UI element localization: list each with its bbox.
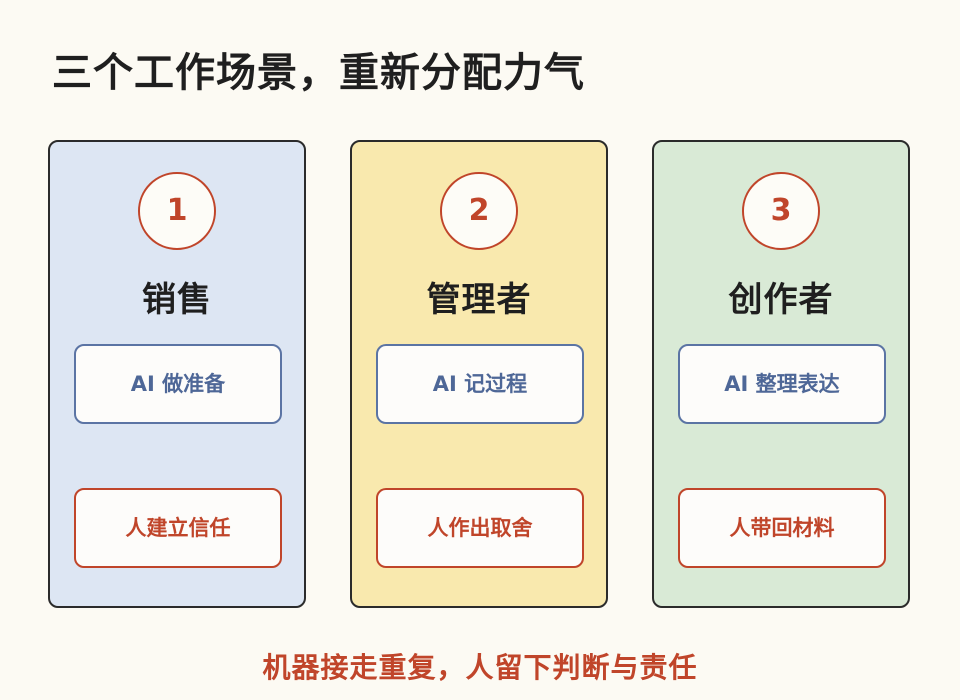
page-title: 三个工作场景，重新分配力气 xyxy=(52,50,585,96)
card-title: 管理者 xyxy=(426,280,532,320)
card-title: 销售 xyxy=(142,280,212,320)
human-task-box: 人带回材料 xyxy=(678,488,886,568)
ai-task-box: AI 整理表达 xyxy=(678,344,886,424)
human-task-box: 人建立信任 xyxy=(74,488,282,568)
ai-task-box: AI 做准备 xyxy=(74,344,282,424)
card-manager: 2 管理者 AI 记过程 人作出取舍 xyxy=(350,140,608,608)
card-title: 创作者 xyxy=(728,280,834,320)
footer-summary: 机器接走重复，人留下判断与责任 xyxy=(262,651,698,684)
step-number-badge: 1 xyxy=(138,172,216,250)
step-number-badge: 2 xyxy=(440,172,518,250)
human-task-box: 人作出取舍 xyxy=(376,488,584,568)
ai-task-box: AI 记过程 xyxy=(376,344,584,424)
card-creator: 3 创作者 AI 整理表达 人带回材料 xyxy=(652,140,910,608)
card-sales: 1 销售 AI 做准备 人建立信任 xyxy=(48,140,306,608)
step-number-badge: 3 xyxy=(742,172,820,250)
